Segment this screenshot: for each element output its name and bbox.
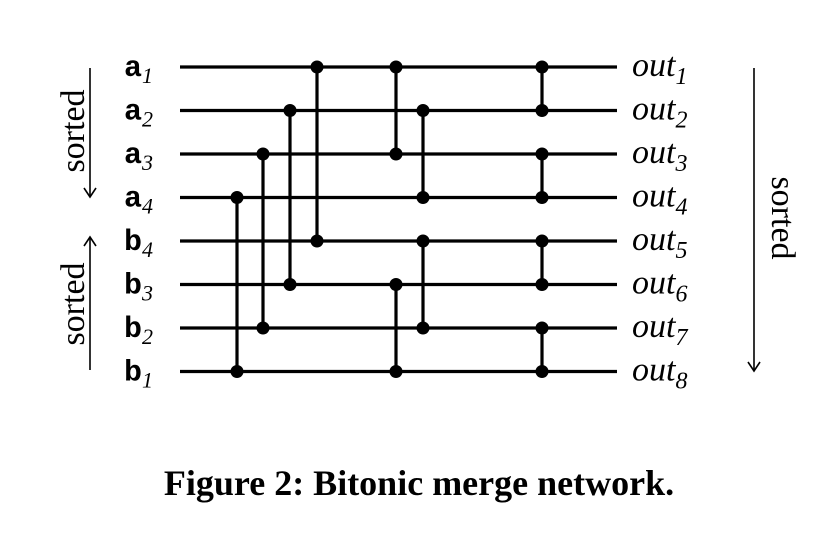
left-sorted-arrow-bottom: sorted bbox=[55, 235, 97, 370]
comparator-node bbox=[535, 104, 549, 117]
input-label: a4 bbox=[124, 183, 153, 219]
comparator bbox=[310, 60, 324, 248]
comparator bbox=[535, 321, 549, 378]
comparator-node bbox=[389, 60, 403, 74]
comparator-node bbox=[256, 147, 270, 161]
output-label: out4 bbox=[632, 178, 687, 221]
input-label: b2 bbox=[124, 313, 153, 349]
output-label: out7 bbox=[632, 308, 688, 351]
output-label: out8 bbox=[632, 352, 687, 395]
comparator-node bbox=[535, 321, 549, 335]
comparator-node bbox=[283, 104, 297, 117]
comparator-node bbox=[535, 147, 549, 161]
comparator bbox=[389, 278, 403, 378]
comparator-node bbox=[535, 278, 549, 291]
output-label: out2 bbox=[632, 91, 687, 134]
output-label: out3 bbox=[632, 134, 687, 177]
comparator bbox=[416, 104, 430, 204]
right-sorted-arrow: sorted bbox=[747, 68, 801, 373]
comparator-node bbox=[416, 104, 430, 117]
comparator bbox=[230, 191, 244, 378]
comparator-node bbox=[389, 147, 403, 161]
comparator-node bbox=[535, 234, 549, 248]
comparator-node bbox=[416, 191, 430, 204]
input-labels: a1 a2 a3 a4 b4 b3 b2 b1 bbox=[124, 52, 153, 393]
comparator-node bbox=[535, 365, 549, 378]
comparator-node bbox=[389, 278, 403, 291]
output-label: out1 bbox=[632, 47, 687, 90]
comparator bbox=[535, 234, 549, 291]
comparator-node bbox=[256, 321, 270, 335]
left-sorted-label-bottom: sorted bbox=[55, 262, 92, 345]
input-label: a1 bbox=[124, 52, 153, 88]
comparator-node bbox=[535, 60, 549, 74]
right-sorted-label: sorted bbox=[764, 176, 801, 259]
comparator-node bbox=[416, 321, 430, 335]
input-label: b1 bbox=[124, 357, 153, 393]
network-comparators bbox=[230, 60, 549, 378]
comparator bbox=[283, 104, 297, 291]
comparator-node bbox=[310, 234, 324, 248]
output-label: out6 bbox=[632, 265, 687, 308]
comparator bbox=[416, 234, 430, 335]
comparator-node bbox=[389, 365, 403, 378]
output-label: out5 bbox=[632, 221, 687, 264]
comparator-node bbox=[416, 234, 430, 248]
comparator bbox=[389, 60, 403, 161]
comparator bbox=[256, 147, 270, 335]
network-wires bbox=[180, 65, 617, 374]
comparator-node bbox=[230, 191, 244, 204]
comparator-node bbox=[310, 60, 324, 74]
input-label: a3 bbox=[124, 139, 153, 175]
comparator bbox=[535, 147, 549, 204]
comparator-node bbox=[283, 278, 297, 291]
left-sorted-arrow-top: sorted bbox=[55, 68, 97, 199]
input-label: b4 bbox=[124, 226, 153, 262]
comparator-node bbox=[230, 365, 244, 378]
left-sorted-label-top: sorted bbox=[55, 89, 92, 172]
input-label: a2 bbox=[124, 96, 153, 132]
comparator-node bbox=[535, 191, 549, 204]
input-label: b3 bbox=[124, 270, 153, 306]
comparator bbox=[535, 60, 549, 117]
figure-caption: Figure 2: Bitonic merge network. bbox=[163, 463, 675, 503]
